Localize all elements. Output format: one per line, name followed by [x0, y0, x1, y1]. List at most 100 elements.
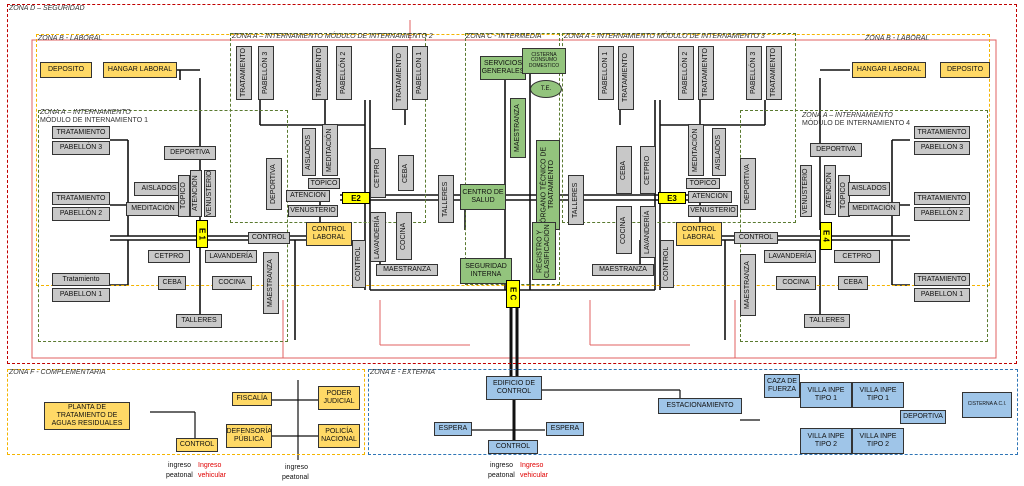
- zone-e-control: CONTROL: [488, 440, 538, 454]
- m1-tratamiento-2: TRATAMIENTO: [52, 192, 110, 205]
- te-tank: T.E.: [530, 80, 562, 98]
- policia-nacional: POLICÍA NACIONAL: [318, 424, 360, 448]
- zone-a1-label: ZONA A – INTERNAMIENTO: [40, 109, 131, 116]
- m2-ceba: CEBA: [398, 155, 414, 191]
- villa-inpe-1b: VILLA INPE TIPO 1: [852, 382, 904, 408]
- m3-meditacion: MEDITACIÓN: [688, 124, 704, 176]
- e-ingreso-peatonal-2: peatonal: [488, 472, 515, 479]
- f-ingreso-2: ingreso: [285, 464, 308, 471]
- m1-pabellon-3: PABELLÓN 3: [52, 141, 110, 155]
- zone-c-label: ZONA C - INTERMEDIA: [466, 33, 542, 40]
- m2-tratamiento-1: TRATAMIENTO: [392, 46, 408, 110]
- m2-tratamiento-3: TRATAMIENTO: [236, 46, 252, 100]
- m2-pabellon-2: PABELLÓN 2: [336, 46, 352, 100]
- e-ingreso-vehicular-1: Ingreso: [520, 462, 544, 469]
- centro-de-salud: CENTRO DE SALUD: [460, 184, 506, 210]
- m4-meditacion: MEDITACIÓN: [848, 202, 900, 216]
- e-ingreso-vehicular-2: vehicular: [520, 472, 549, 479]
- zone-a2-label: ZONA A – INTERNAMIENTO MÓDULO DE INTERNA…: [232, 33, 433, 40]
- m1-cocina: COCINA: [212, 276, 252, 290]
- m1-cetpro: CETPRO: [148, 250, 190, 263]
- m3-cocina: COCINA: [616, 206, 632, 254]
- zone-a4-sublabel: MÓDULO DE INTERNAMIENTO 4: [802, 120, 910, 127]
- edificio-de-control: EDIFICIO DE CONTROL: [486, 376, 542, 400]
- m1-ceba: CEBA: [158, 276, 186, 290]
- m3-lavanderia: LAVANDERÍA: [640, 206, 656, 258]
- m2-talleres: TALLERES: [438, 175, 454, 223]
- m1-maestranza: MAESTRANZA: [263, 252, 279, 314]
- villa-inpe-2b: VILLA INPE TIPO 2: [852, 428, 904, 454]
- m2-lavanderia: LAVANDERÍA: [370, 212, 386, 262]
- m3-talleres: TALLERES: [568, 175, 584, 225]
- m1-venusterio: VENUSTERIO: [204, 170, 216, 217]
- m4-deportiva: DEPORTIVA: [810, 143, 862, 157]
- m4-tratamiento-1: TRATAMIENTO: [914, 273, 970, 286]
- m2-topico: TÓPICO: [308, 178, 340, 189]
- m3-control: CONTROL: [660, 240, 674, 288]
- m3-tratamiento-2: TRATAMIENTO: [698, 46, 714, 100]
- maestranza-c: MAESTRANZA: [510, 98, 526, 158]
- m1-pabellon-2: PABELLÓN 2: [52, 207, 110, 221]
- m2-deportiva: DEPORTIVA: [266, 158, 282, 210]
- villa-inpe-2a: VILLA INPE TIPO 2: [800, 428, 852, 454]
- hangar-laboral-left: HANGAR LABORAL: [103, 62, 177, 78]
- fiscalia: FISCALÍA: [232, 392, 272, 406]
- m1-atencion: ATENCIÓN: [190, 170, 202, 217]
- organo-tecnico: ÓRGANO TÉCNICO DE TRATAMIENTO: [536, 140, 560, 230]
- m3-tratamiento-1: TRATAMIENTO: [618, 46, 634, 110]
- m1-topico: TÓPICO: [178, 175, 190, 217]
- m2-cetpro: CETPRO: [370, 148, 386, 198]
- caza-de-fuerza: CAZA DE FUERZA: [764, 374, 800, 398]
- gate-ec: E C: [506, 280, 520, 308]
- m2-control: CONTROL: [352, 240, 366, 288]
- estacionamiento: ESTACIONAMIENTO: [658, 398, 742, 414]
- villa-inpe-1a: VILLA INPE TIPO 1: [800, 382, 852, 408]
- hangar-laboral-right: HANGAR LABORAL: [852, 62, 926, 78]
- m4-maestranza: MAESTRANZA: [740, 254, 756, 316]
- m4-pabellon-3: PABELLON 3: [914, 141, 970, 155]
- m4-tratamiento-3: TRATAMIENTO: [914, 126, 970, 139]
- deposito-right: DEPOSITO: [940, 62, 990, 78]
- zone-a-modulo-1: [38, 110, 288, 342]
- m3-atencion: ATENCIÓN: [688, 191, 732, 203]
- registro-clasificacion: REGISTRO Y CLASIFICACIÓN: [532, 222, 556, 280]
- m3-deportiva: DEPORTIVA: [740, 158, 756, 210]
- m2-pabellon-1: PABELLON 1: [412, 46, 428, 100]
- m2-maestranza: MAESTRANZA: [376, 264, 438, 276]
- zone-d-seguridad: [7, 4, 1017, 364]
- zone-f-complementaria: [7, 369, 365, 455]
- control-laboral-left: CONTROL LABORAL: [306, 222, 352, 246]
- planta-tratamiento: PLANTA DE TRATAMIENTO DE AGUAS RESIDUALE…: [44, 402, 130, 430]
- m1-pabellon-1: PABELLON 1: [52, 288, 110, 302]
- m4-talleres: TALLERES: [804, 314, 850, 328]
- m2-atencion: ATENCIÓN: [286, 190, 330, 202]
- espera-right: ESPERA: [546, 422, 584, 436]
- control-laboral-right: CONTROL LABORAL: [676, 222, 722, 246]
- m1-lavanderia: LAVANDERÍA: [205, 250, 257, 263]
- zone-b-right-label: ZONA B - LABORAL: [865, 35, 930, 42]
- m2-aislados: AISLADOS: [302, 128, 316, 176]
- m4-tratamiento-2: TRATAMIENTO: [914, 192, 970, 205]
- zone-f-control: CONTROL: [176, 438, 218, 452]
- m3-topico: TÓPICO: [686, 178, 720, 189]
- m3-aislados: AISLADOS: [712, 128, 726, 176]
- m3-tratamiento-3: TRATAMIENTO: [766, 46, 782, 100]
- m3-pabellon-2: PABELLÓN 2: [678, 46, 694, 100]
- m4-pabellon-1: PABELLON 1: [914, 288, 970, 302]
- zone-d-label: ZONA D – SEGURIDAD: [9, 5, 85, 12]
- m1-meditacion: MEDITACIÓN: [126, 202, 180, 216]
- seguridad-interna: SEGURIDAD INTERNA: [460, 258, 512, 284]
- m4-cetpro: CETPRO: [834, 250, 880, 263]
- m1-tratamiento-1: Tratamiento: [52, 273, 110, 286]
- m3-pabellon-1: PABELLON 1: [598, 46, 614, 100]
- m3-cetpro: CETPRO: [640, 146, 656, 194]
- m1-talleres: TALLERES: [176, 314, 222, 328]
- gate-e4: E 4: [820, 222, 832, 250]
- servicios-generales: SERVICIOS GENERALES: [480, 56, 526, 80]
- f-ingreso-peatonal-2: peatonal: [166, 472, 193, 479]
- m1-tratamiento-3: TRATAMIENTO: [52, 126, 110, 139]
- m2-tratamiento-2: TRATAMIENTO: [312, 46, 328, 100]
- cisterna-aci: CISTERNA A.C.I.: [962, 392, 1012, 418]
- m3-ceba: CEBA: [616, 146, 632, 194]
